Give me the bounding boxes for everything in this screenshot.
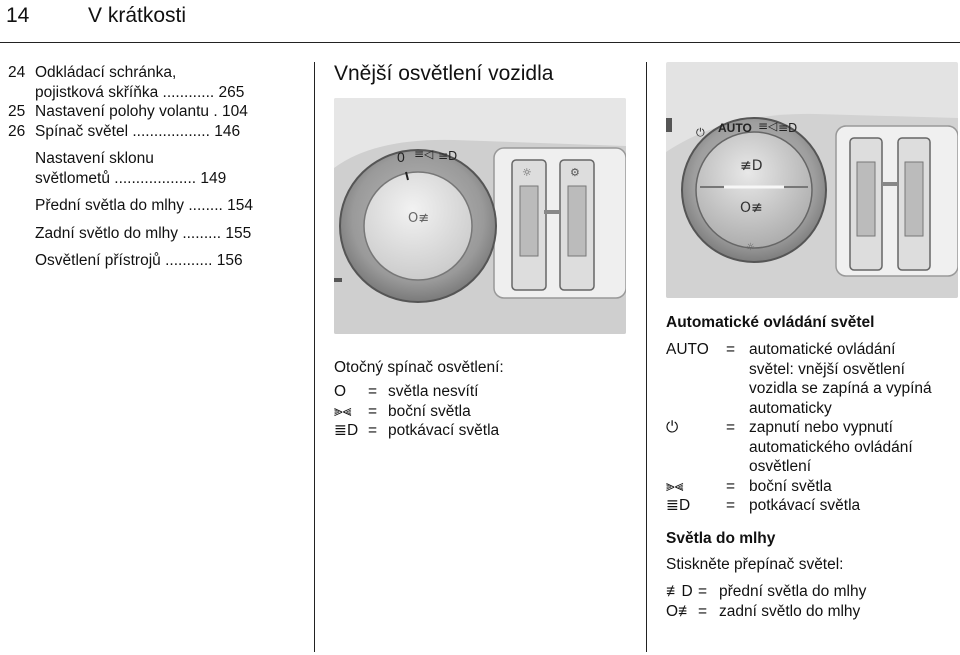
equals-sign: =: [368, 383, 378, 400]
toc-dots: ..................: [128, 122, 210, 140]
equals-sign: =: [368, 422, 378, 439]
toc-item-label: Nastavení polohy volantu: [35, 103, 210, 120]
svg-text:≡◁: ≡◁: [758, 119, 777, 133]
low-beam-icon: ≣D: [666, 497, 691, 514]
auto-legend: AUTO = automatické ovládání světel: vněj…: [666, 340, 958, 516]
toc-item[interactable]: Přední světla do mlhy ........ 154: [8, 196, 270, 216]
fog-heading: Světla do mlhy: [666, 530, 776, 547]
legend-description: světla nesvítí: [388, 383, 479, 400]
side-lights-icon: ⫸⫷: [666, 477, 684, 495]
toc-item-page: 104: [221, 103, 248, 120]
legend-row: ≢D = přední světla do mlhy: [666, 582, 958, 602]
toc-item-label: Zadní světlo do mlhy: [35, 224, 179, 242]
low-beam-icon: ≣D: [334, 422, 359, 439]
auto-heading: Automatické ovládání světel: [666, 314, 875, 331]
toc-item-label: Nastavení sklonu: [35, 150, 154, 167]
legend-row: O = světla nesvítí: [334, 382, 634, 402]
toc-dots: ........: [184, 197, 223, 214]
equals-sign: =: [726, 419, 736, 436]
svg-text:⏻: ⏻: [696, 126, 705, 139]
toc-item-page: 146: [214, 122, 241, 140]
toc-item-label: Odkládací schránka,: [35, 64, 177, 81]
column-divider-right: [646, 62, 647, 652]
off-icon: O: [334, 383, 347, 400]
legend-description: boční světla: [388, 402, 471, 420]
svg-text:≡◁: ≡◁: [414, 147, 433, 161]
legend-row: ⏻ = zapnutí nebo vypnutí automatického o…: [666, 418, 958, 477]
legend-row: ≣D = potkávací světla: [334, 421, 634, 441]
svg-text:≢D: ≢D: [740, 158, 763, 174]
toc-item-number: 24: [8, 64, 26, 81]
legend-row: O≢ = zadní světlo do mlhy: [666, 602, 958, 622]
toc-item-label: pojistková skříňka: [35, 83, 159, 101]
legend-description: potkávací světla: [388, 422, 500, 439]
toc-item-page: 155: [225, 224, 252, 242]
column-divider-left: [314, 62, 315, 652]
toc-dots: ...........: [160, 252, 213, 269]
svg-text:≡D: ≡D: [438, 149, 457, 163]
svg-text:O≢: O≢: [740, 200, 763, 216]
toc-item-label: Přední světla do mlhy: [35, 197, 185, 214]
legend-description: zadní světlo do mlhy: [719, 602, 861, 620]
toc-item[interactable]: 24 Odkládací schránka, pojistková skříňka…: [8, 63, 270, 102]
front-fog-icon: ≢D: [666, 583, 693, 600]
light-switch-photo: 0 ≡◁ ≡D O≢ ☼ ⚙: [334, 98, 626, 334]
toc-dots: .........: [178, 224, 222, 242]
legend-row: ≣D = potkávací světla: [666, 496, 958, 516]
legend-description: zapnutí nebo vypnutí automatického ovlád…: [749, 419, 913, 475]
toc-list: 24 Odkládací schránka, pojistková skříňka…: [8, 63, 270, 271]
toc-item-number: 25: [8, 103, 26, 120]
toc-item-page: 154: [227, 197, 253, 214]
fog-legend: ≢D = přední světla do mlhy O≢ = zadní sv…: [666, 582, 958, 621]
side-lights-icon: ⫸⫷: [334, 402, 352, 420]
switch-legend: O = světla nesvítí ⫸⫷ = boční světla ≣D …: [334, 382, 634, 441]
legend-description: boční světla: [749, 477, 832, 495]
toc-item-label: světlometů: [35, 169, 110, 187]
toc-item-page: 265: [218, 83, 245, 101]
legend-row: ⫸⫷ = boční světla: [334, 402, 634, 422]
svg-text:O≢: O≢: [408, 211, 429, 226]
legend-row: AUTO = automatické ovládání světel: vněj…: [666, 340, 958, 418]
toc-item-label: Osvětlení přístrojů: [35, 252, 161, 269]
equals-sign: =: [726, 341, 736, 358]
svg-text:☼: ☼: [522, 166, 532, 179]
toc-item[interactable]: 26 Spínač světel .................. 146: [8, 122, 270, 142]
header-rule: [0, 42, 960, 43]
power-icon: ⏻: [666, 419, 679, 436]
legend-row: ⫸⫷ = boční světla: [666, 477, 958, 497]
page-number: 14: [6, 4, 30, 27]
switch-auto-label: AUTO: [718, 121, 752, 135]
rear-fog-icon: O≢: [666, 602, 694, 620]
equals-sign: =: [698, 583, 708, 600]
chapter-title: V krátkosti: [88, 4, 187, 27]
section-title: Vnější osvětlení vozidla: [334, 62, 554, 85]
toc-dots: ...................: [109, 169, 197, 187]
legend-description: automatické ovládání světel: vnější osvě…: [749, 341, 932, 417]
toc-item-page: 149: [200, 169, 227, 187]
equals-sign: =: [698, 602, 708, 620]
svg-text:⚙: ⚙: [570, 166, 580, 179]
toc-item-label: Spínač světel: [35, 122, 129, 140]
legend-description: přední světla do mlhy: [719, 583, 867, 600]
legend-description: potkávací světla: [749, 497, 861, 514]
toc-item[interactable]: Osvětlení přístrojů ........... 156: [8, 251, 270, 271]
toc-item[interactable]: Nastavení sklonu světlometů .............…: [8, 149, 270, 188]
toc-item-page: 156: [216, 252, 243, 269]
auto-symbol: AUTO: [666, 341, 709, 358]
switch-off-label: 0: [397, 149, 405, 165]
svg-text:☼: ☼: [746, 242, 755, 253]
switch-caption: Otočný spínač osvětlení:: [334, 359, 504, 376]
fog-caption: Stiskněte přepínač světel:: [666, 556, 844, 573]
equals-sign: =: [726, 477, 736, 495]
svg-text:≡D: ≡D: [778, 121, 797, 135]
equals-sign: =: [368, 402, 378, 420]
equals-sign: =: [726, 497, 736, 514]
toc-item[interactable]: Zadní světlo do mlhy ......... 155: [8, 224, 270, 244]
auto-light-switch-photo: ≢D O≢ ⏻ AUTO ≡◁ ≡D ☼: [666, 62, 958, 298]
toc-item-number: 26: [8, 122, 26, 140]
toc-item[interactable]: 25 Nastavení polohy volantu . 104: [8, 102, 270, 122]
toc-dots: ............: [158, 83, 215, 101]
toc-dots: .: [209, 103, 222, 120]
